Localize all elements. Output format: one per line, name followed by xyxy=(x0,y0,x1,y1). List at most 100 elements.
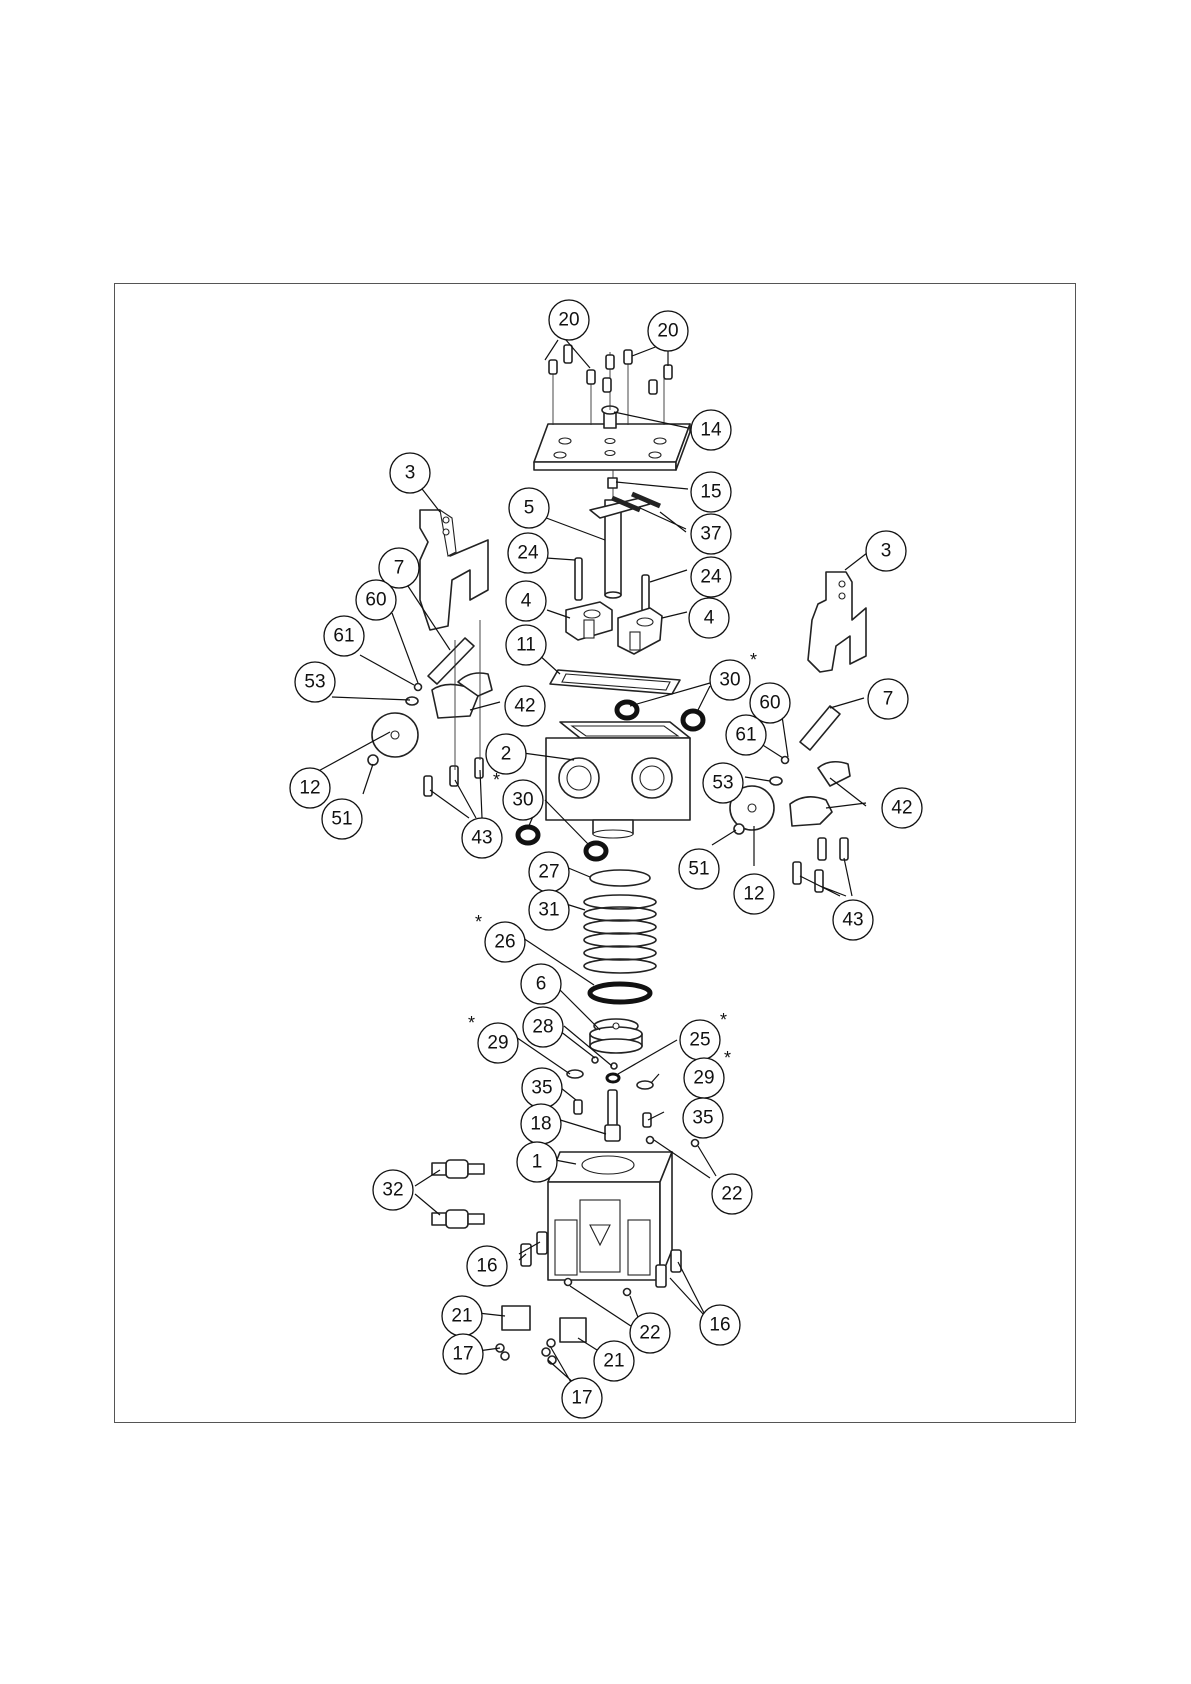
callout-35: 35 xyxy=(683,1098,723,1138)
callout-51: 51 xyxy=(679,849,719,889)
callout-number: 5 xyxy=(524,498,535,519)
callout-32: 32 xyxy=(373,1170,413,1210)
cylinder-body-2 xyxy=(546,722,690,838)
callout-number: 22 xyxy=(721,1184,742,1205)
callout-21: 21 xyxy=(442,1296,482,1336)
callout-17: 17 xyxy=(443,1334,483,1374)
callout-number: 27 xyxy=(538,862,559,883)
wear-part-star: * xyxy=(475,912,482,932)
callout-number: 51 xyxy=(331,809,352,830)
callout-number: 17 xyxy=(571,1388,592,1409)
callout-number: 4 xyxy=(704,608,715,629)
callout-18: 18 xyxy=(521,1104,561,1144)
callout-30: 30 * xyxy=(710,650,757,700)
callout-37: 37 xyxy=(691,514,731,554)
callout-number: 16 xyxy=(709,1315,730,1336)
callout-number: 30 xyxy=(719,670,740,691)
callout-number: 20 xyxy=(558,310,579,331)
jaw-4-right xyxy=(618,608,662,654)
callout-number: 37 xyxy=(700,524,721,545)
callout-number: 3 xyxy=(405,463,416,484)
callout-number: 2 xyxy=(501,744,512,765)
ring-27 xyxy=(590,870,650,886)
callout-35: 35 xyxy=(522,1068,562,1108)
callout-3: 3 xyxy=(866,531,906,571)
callout-number: 35 xyxy=(692,1108,713,1129)
callout-26: 26 * xyxy=(475,912,525,962)
callout-5: 5 xyxy=(509,488,549,528)
finger-3-right xyxy=(808,572,866,672)
finger-3-left xyxy=(420,510,488,630)
callout-20: 20 xyxy=(648,311,688,351)
callout-22: 22 xyxy=(630,1313,670,1353)
callout-21: 21 xyxy=(594,1341,634,1381)
callout-7: 7 xyxy=(868,679,908,719)
callout-12: 12 xyxy=(734,874,774,914)
callout-number: 28 xyxy=(532,1017,553,1038)
callout-number: 29 xyxy=(487,1033,508,1054)
callout-number: 25 xyxy=(689,1030,710,1051)
ball-61-left xyxy=(415,684,422,691)
callout-61: 61 xyxy=(726,715,766,755)
callout-4: 4 xyxy=(506,581,546,621)
callout-15: 15 xyxy=(691,472,731,512)
callout-number: 12 xyxy=(743,884,764,905)
base-block-1 xyxy=(548,1152,672,1280)
callout-number: 7 xyxy=(883,689,894,710)
callout-number: 60 xyxy=(365,590,386,611)
screws-17 xyxy=(496,1339,556,1364)
cam-12-left xyxy=(372,713,418,757)
seal-30-b xyxy=(683,711,703,729)
callout-24: 24 xyxy=(691,557,731,597)
callout-number: 42 xyxy=(514,696,535,717)
callout-17: 17 xyxy=(562,1378,602,1418)
callout-1: 1 xyxy=(517,1142,557,1182)
callout-24: 24 xyxy=(508,533,548,573)
callout-number: 24 xyxy=(700,567,722,588)
callout-number: 29 xyxy=(693,1068,714,1089)
callout-number: 42 xyxy=(891,798,912,819)
callout-number: 1 xyxy=(532,1152,543,1173)
callout-number: 60 xyxy=(759,693,780,714)
callout-number: 11 xyxy=(516,635,536,656)
callout-number: 61 xyxy=(735,725,756,746)
callout-number: 12 xyxy=(299,778,320,799)
callout-30: 30* xyxy=(493,770,543,820)
callout-number: 20 xyxy=(657,321,678,342)
callout-number: 31 xyxy=(538,900,559,921)
washer-53-right xyxy=(770,777,782,785)
callout-number: 26 xyxy=(494,932,515,953)
small-parts-center xyxy=(567,1057,653,1141)
callout-53: 53 xyxy=(703,763,743,803)
pin-7-right xyxy=(800,706,840,750)
screw-51-right xyxy=(734,824,744,834)
callout-27: 27 xyxy=(529,852,569,892)
callout-number: 3 xyxy=(881,541,892,562)
callout-number: 14 xyxy=(700,420,722,441)
callout-number: 7 xyxy=(394,558,405,579)
wear-part-star: * xyxy=(720,1010,727,1030)
top-cover-plate xyxy=(534,424,690,470)
callout-42: 42 xyxy=(505,686,545,726)
callout-number: 22 xyxy=(639,1323,660,1344)
callout-16: 16 xyxy=(467,1246,507,1286)
callout-31: 31 xyxy=(529,890,569,930)
callout-number: 32 xyxy=(382,1180,403,1201)
clamp-42-right xyxy=(790,762,850,826)
wear-part-star: * xyxy=(468,1013,475,1033)
wear-part-star: * xyxy=(750,650,757,670)
callout-number: 17 xyxy=(452,1344,473,1365)
jaw-4-left xyxy=(566,602,612,640)
callout-29: 29 * xyxy=(468,1013,518,1063)
callout-14: 14 xyxy=(691,410,731,450)
callout-number: 43 xyxy=(471,828,492,849)
callout-22: 22 xyxy=(712,1174,752,1214)
screw-51-left xyxy=(368,755,378,765)
callout-2: 2 xyxy=(486,734,526,774)
piston-6 xyxy=(590,1019,642,1053)
sensor-blocks-21 xyxy=(502,1306,586,1342)
callout-6: 6 xyxy=(521,964,561,1004)
pin-24-left xyxy=(575,558,582,600)
callout-number: 24 xyxy=(517,543,539,564)
